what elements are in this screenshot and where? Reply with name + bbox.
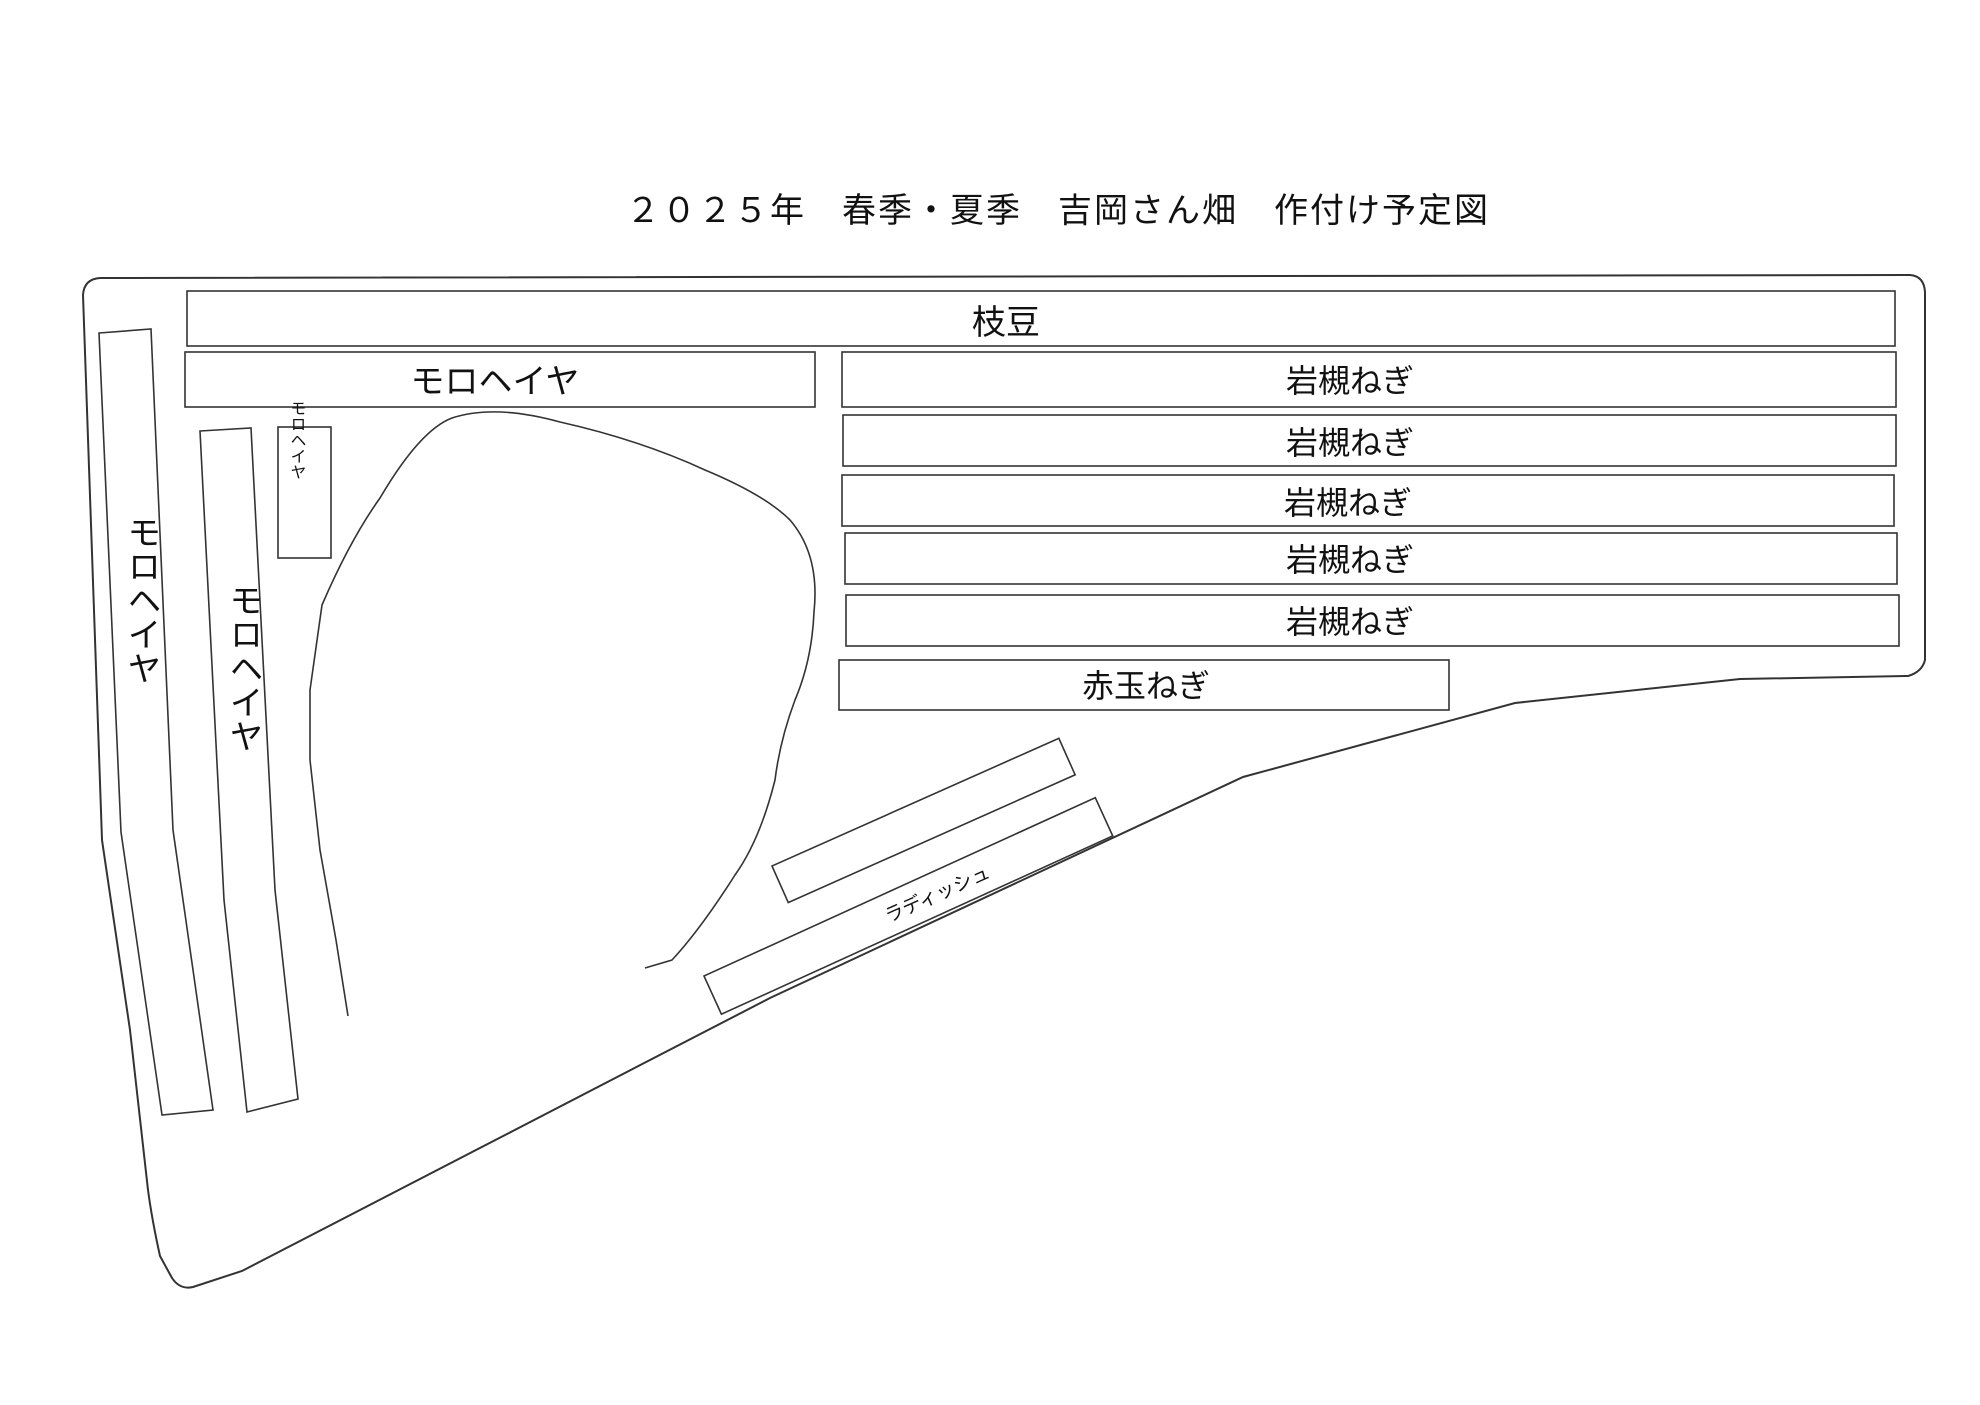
bed-iwatsuki-negi-3 [841,474,1895,527]
bed-edamame [186,290,1896,347]
bed-label-edamame: 枝豆 [972,303,1040,343]
field-curve-boundary [309,411,816,1017]
bed-akatamanegi [838,659,1450,711]
bed-iwatsuki-negi-4 [844,532,1898,585]
bed-label-moroheiya-top: モロヘイヤ [411,362,580,402]
diagram-title: ２０２５年 春季・夏季 吉岡さん畑 作付け予定図 [626,191,1490,231]
field-outline [81,273,1926,1289]
bed-label-moroheiya-small: モロヘイヤ [288,400,307,480]
bed-label-iwatsuki-negi-3: 岩槻ねぎ [1284,484,1412,522]
bed-moroheiya-top [184,351,816,408]
bed-moroheiya-small [277,426,332,559]
bed-label-iwatsuki-negi-5: 岩槻ねぎ [1286,603,1414,641]
bed-label-moroheiya-mid: モロヘイヤ [223,583,263,753]
bed-label-iwatsuki-negi-4: 岩槻ねぎ [1286,541,1414,579]
bed-iwatsuki-negi-2 [842,414,1897,467]
bed-iwatsuki-negi-1 [841,351,1897,408]
bed-label-iwatsuki-negi-2: 岩槻ねぎ [1286,424,1414,462]
bed-radish-upper [770,737,1077,904]
bed-moroheiya-mid [199,427,299,1114]
bed-radish-lower [702,796,1114,1016]
bed-label-moroheiya-left: モロヘイヤ [121,515,161,685]
bed-label-iwatsuki-negi-1: 岩槻ねぎ [1286,362,1414,400]
bed-iwatsuki-negi-5 [845,594,1900,647]
bed-label-akatamanegi: 赤玉ねぎ [1082,667,1210,705]
bed-moroheiya-left [98,328,214,1116]
